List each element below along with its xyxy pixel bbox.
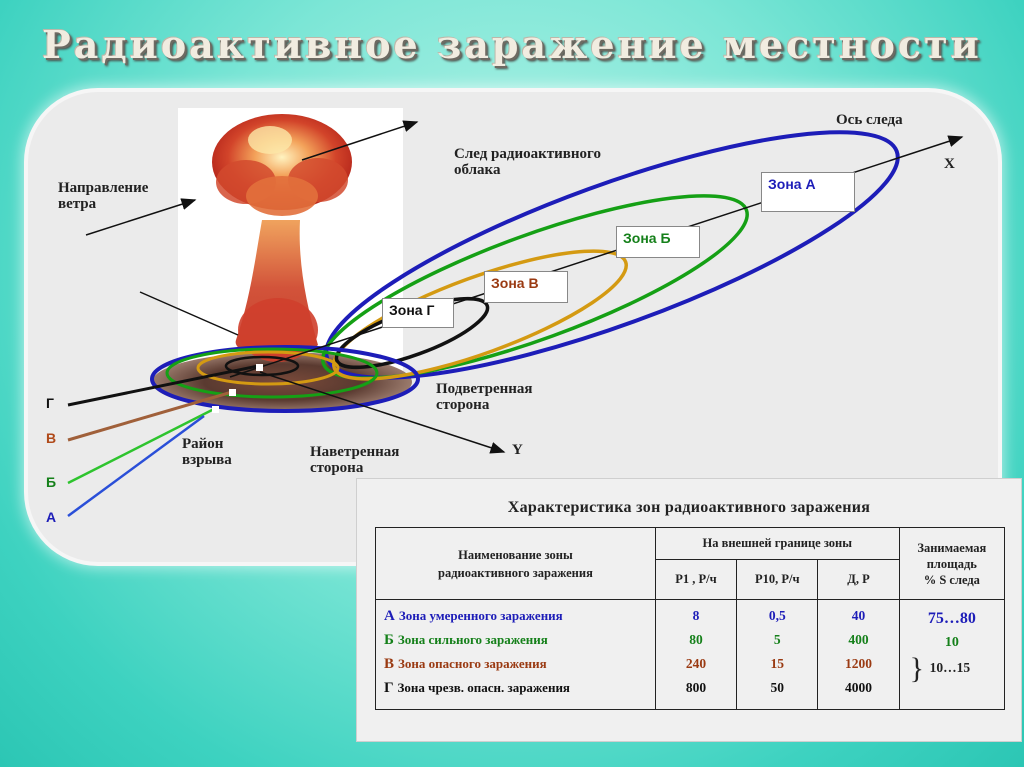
- zone-row-p10-value: 5: [773, 632, 781, 647]
- dose-values-cell: 40 400 1200 4000: [817, 599, 900, 710]
- axis-y-label: Y: [512, 442, 523, 458]
- zone-v-ellipse: [332, 249, 628, 381]
- marker-v: [229, 389, 236, 396]
- header-outer-boundary: На внешней границе зоны: [654, 527, 900, 560]
- area-value-b: 10: [944, 635, 959, 650]
- wind-label: Направление ветра: [58, 180, 149, 212]
- blast-ring-a: [150, 345, 420, 413]
- zone-g-tag: Зона Г: [382, 298, 454, 328]
- header-zone-name: Наименование зоны радиоактивного заражен…: [375, 527, 656, 600]
- zone-row-p10-value: 15: [770, 656, 785, 671]
- side-line-g: [67, 364, 259, 407]
- blast-ring-v: [196, 350, 340, 386]
- zone-row-p10-value: 0,5: [768, 608, 786, 623]
- mushroom-cap: [212, 114, 352, 216]
- blast-ring-g: [224, 355, 300, 377]
- zone-row-d-value: 4000: [845, 680, 872, 695]
- table-title: Характеристика зон радиоактивного зараже…: [507, 499, 871, 516]
- side-letter-v: В: [46, 430, 57, 446]
- side-line-a: [67, 414, 205, 518]
- zone-row-p1-value: 8: [692, 608, 700, 623]
- brace-symbol: }: [909, 652, 925, 685]
- area-value-vg: 10…15: [929, 660, 971, 675]
- zones-table-panel: Характеристика зон радиоактивного зараже…: [356, 478, 1022, 742]
- zone-row-letter: В: [384, 656, 395, 672]
- side-line-b: [67, 406, 217, 485]
- windward-label: Наветренная сторона: [310, 444, 400, 476]
- area-values-cell: 75…80 10 } 10…15: [898, 599, 1006, 710]
- area-value-a: 75…80: [927, 610, 976, 627]
- p1-values-cell: 8 80 240 800: [654, 599, 738, 710]
- zone-v-tag: Зона В: [484, 271, 568, 303]
- zone-row-label: Зона умеренного заражения: [398, 608, 563, 623]
- side-line-v: [67, 390, 233, 442]
- zone-row-label: Зона чрезв. опасн. заражения: [397, 680, 570, 695]
- side-letter-b: Б: [46, 474, 57, 490]
- blast-ring-b: [165, 347, 379, 399]
- zone-row-letter: Г: [384, 680, 394, 696]
- zone-row-label: Зона опасного заражения: [398, 656, 547, 671]
- p10-values-cell: 0,5 5 15 50: [736, 599, 819, 710]
- header-area: Занимаемая площадь % S следа: [898, 527, 1006, 600]
- wind-arrow: [85, 198, 197, 236]
- side-letter-a: А: [46, 509, 57, 525]
- header-p10: P10, Р/ч: [736, 559, 819, 600]
- page-title: Радиоактивное заражение местности: [42, 22, 982, 67]
- zone-b-ellipse: [321, 194, 749, 380]
- zone-row-letter: Б: [384, 632, 394, 648]
- header-dose: Д, Р: [817, 559, 900, 600]
- zone-row-d-value: 400: [848, 632, 869, 647]
- zone-row-p1-value: 240: [685, 656, 707, 671]
- zone-a-tag: Зона А: [761, 172, 855, 212]
- zone-row-letter: А: [384, 608, 395, 624]
- leeward-label: Подветренная сторона: [436, 381, 533, 413]
- zones-table: Наименование зоны радиоактивного заражен…: [375, 527, 1006, 710]
- axis-y-arrow: [259, 371, 506, 454]
- blast-pointer-line: [139, 291, 239, 336]
- side-letter-g: Г: [46, 395, 54, 411]
- zone-b-tag: Зона Б: [616, 226, 700, 258]
- axis-trace-label: Ось следа: [836, 112, 903, 128]
- marker-b: [212, 406, 219, 413]
- trace-label: След радиоактивного облака: [454, 146, 601, 178]
- zone-row-p1-value: 80: [689, 632, 703, 647]
- zone-row-p10-value: 50: [770, 680, 785, 695]
- cloud-trace-arrow: [301, 120, 419, 161]
- zone-row-label: Зона сильного заражения: [397, 632, 548, 647]
- marker-g: [256, 364, 263, 371]
- blast-area-label: Район взрыва: [182, 436, 232, 468]
- zone-row-d-value: 40: [851, 608, 866, 623]
- zone-row-d-value: 1200: [845, 656, 872, 671]
- header-p1: P1 , Р/ч: [654, 559, 738, 600]
- axis-x-label: X: [944, 156, 955, 172]
- zone-row-p1-value: 800: [685, 680, 707, 695]
